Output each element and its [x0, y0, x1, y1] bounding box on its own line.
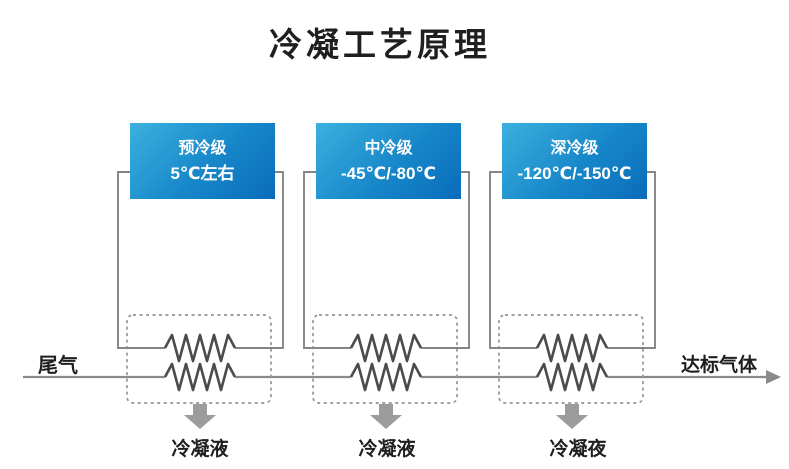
stage-name: 深冷级: [550, 139, 599, 157]
stage-box-precool: 预冷级 5℃左右: [130, 123, 275, 199]
stage-box-midcool: 中冷级 -45℃/-80℃: [316, 123, 461, 199]
condenser-unit-midcool: [304, 172, 469, 429]
stage-name: 预冷级: [178, 139, 227, 157]
stage-box-deepcool: 深冷级 -120℃/-150℃: [502, 123, 647, 199]
stage-temp: -45℃/-80℃: [340, 163, 437, 183]
pipe-arrowhead-icon: [766, 370, 781, 384]
condensate-label-deepcool: 冷凝夜: [549, 439, 607, 460]
condensate-label-midcool: 冷凝液: [358, 439, 416, 460]
page-title: 冷凝工艺原理: [269, 26, 491, 63]
stage-temp: 5℃左右: [170, 163, 235, 183]
condenser-unit-deepcool: [490, 172, 655, 429]
stage-temp: -120℃/-150℃: [517, 163, 632, 183]
condensate-label-precool: 冷凝液: [171, 439, 229, 460]
stage-name: 中冷级: [364, 139, 413, 157]
outlet-gas-label: 达标气体: [681, 355, 758, 376]
condenser-unit-precool: [118, 172, 283, 429]
inlet-gas-label: 尾气: [38, 355, 78, 377]
